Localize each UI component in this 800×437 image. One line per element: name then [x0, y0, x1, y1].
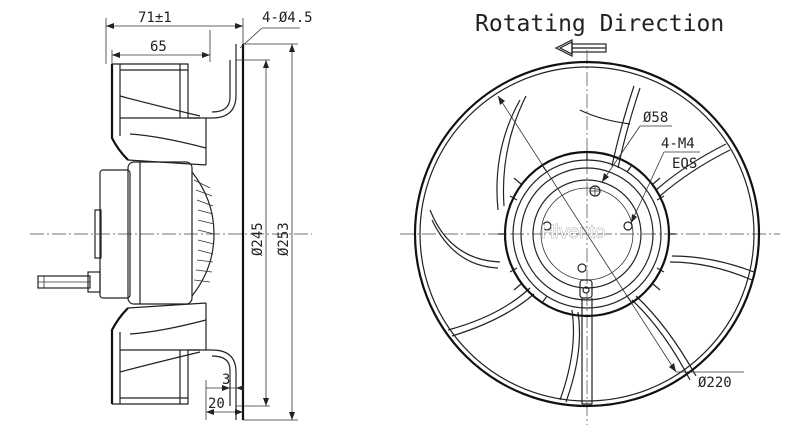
side-view: 71±1 65 4-Ø4.5 Ø245 Ø253: [30, 10, 313, 421]
inlet-ring-top: [188, 44, 237, 119]
front-cable: [581, 298, 593, 405]
inlet-ring-bottom: [188, 349, 237, 420]
impeller-side-top: [110, 63, 207, 166]
dim-depth: 65: [150, 39, 167, 55]
front-view: Rotating Direction: [400, 11, 780, 425]
dim-holes: 4-Ø4.5: [262, 10, 313, 26]
brand-watermark: Hivento: [541, 222, 605, 243]
dim-offset: 20: [208, 396, 225, 412]
motor-body: [94, 161, 215, 305]
impeller-blades: [429, 85, 755, 403]
dim-thread: 4-M4: [661, 136, 695, 152]
dim-hub-dia: Ø58: [643, 110, 668, 126]
dim-impeller-dia: Ø220: [698, 375, 732, 391]
motor-cable: [37, 271, 101, 293]
dim-eqs: EQS: [672, 156, 697, 172]
motor-hub: [498, 150, 676, 318]
outer-ring: [413, 60, 761, 408]
rotation-arrow-icon: [554, 39, 607, 57]
dim-inner-dia: Ø245: [250, 222, 266, 256]
impeller-side-bottom: [110, 302, 207, 405]
rotating-direction-title: Rotating Direction: [475, 11, 724, 37]
front-dimensions: Ø58 4-M4 EQS Ø220: [497, 95, 744, 391]
side-dimensions: 71±1 65 4-Ø4.5 Ø245 Ø253: [105, 10, 313, 421]
dim-flange: 3: [222, 372, 230, 388]
dim-overall-depth: 71±1: [138, 10, 172, 26]
dim-outer-dia: Ø253: [276, 222, 292, 256]
